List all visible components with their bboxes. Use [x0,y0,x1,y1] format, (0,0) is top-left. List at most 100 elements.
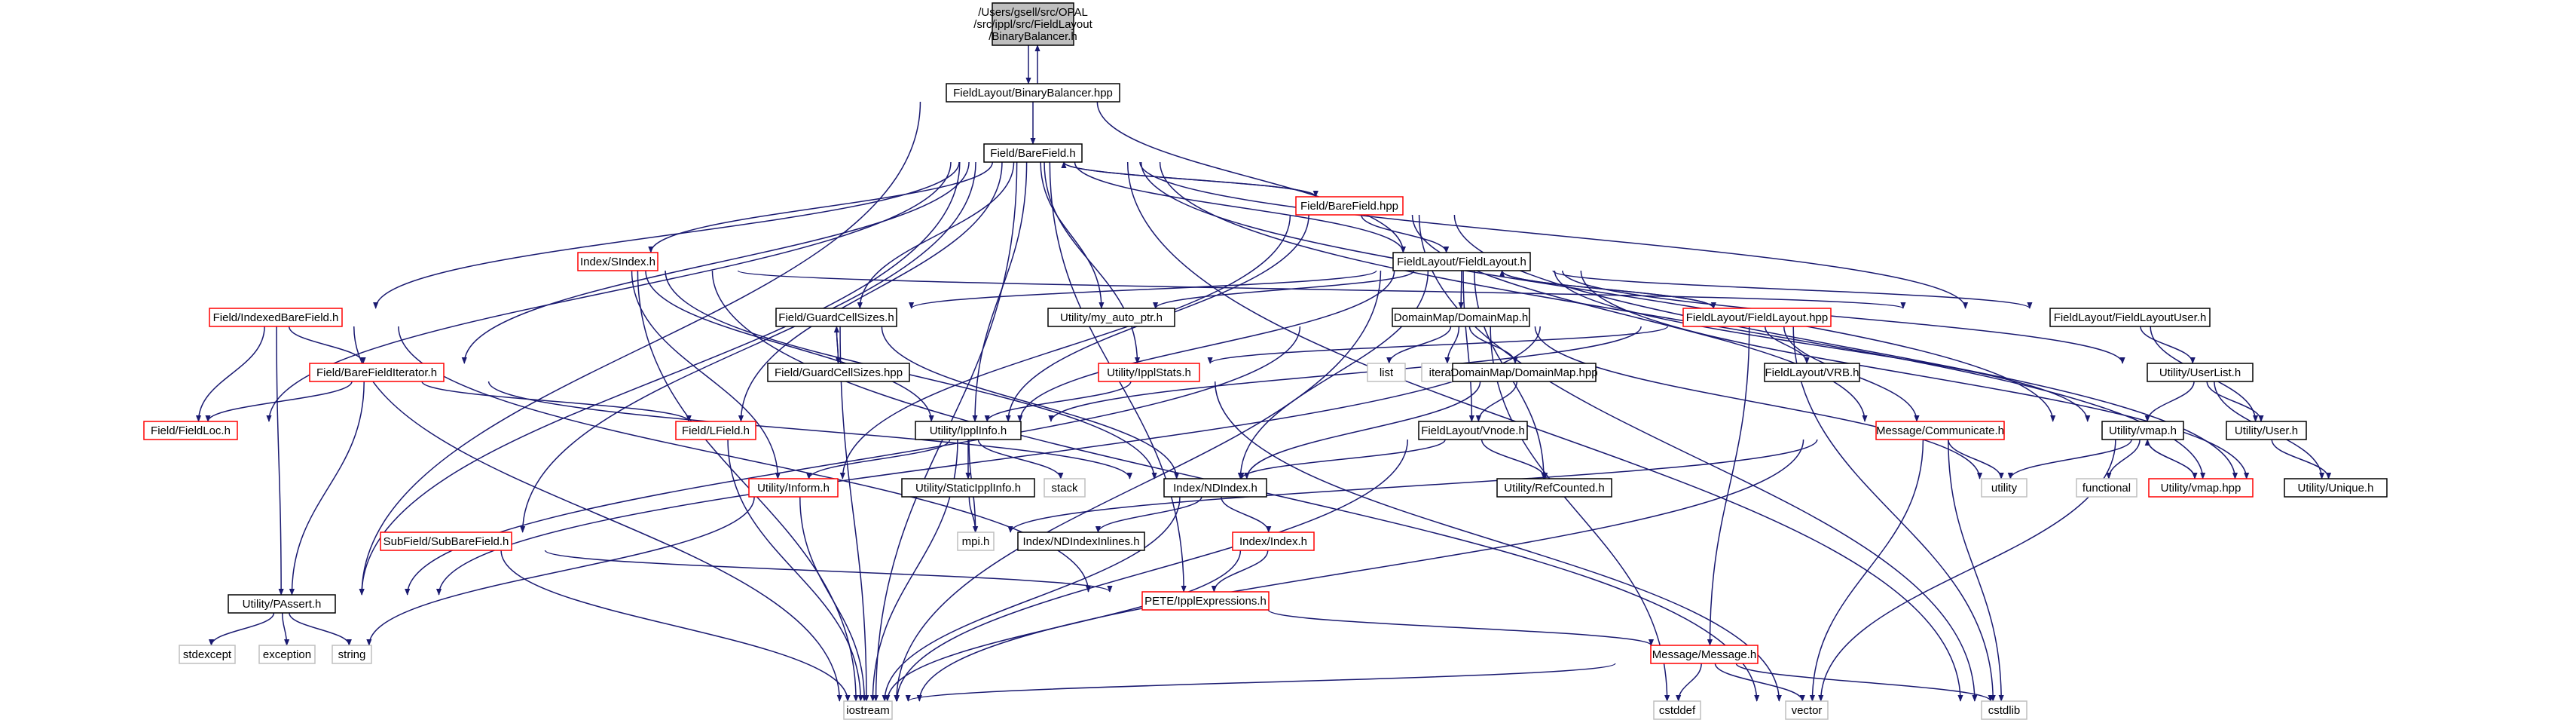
node-passert[interactable]: Utility/PAssert.h [228,594,336,614]
node-message[interactable]: Message/Message.h [1650,645,1759,664]
node-domainmap[interactable]: DomainMap/DomainMap.h [1392,308,1530,327]
edge-fl-hpp-to-fieldlayout-h [1499,270,1715,309]
edge-barefield-h-to-flu [1139,161,1969,309]
node-fieldloc[interactable]: Field/FieldLoc.h [143,421,238,440]
node-label: Utility/User.h [2235,424,2298,437]
edge-userlist-to-vmap [2144,381,2195,422]
node-label: Index/NDIndex.h [1173,482,1257,495]
node-bfi[interactable]: Field/BareFieldIterator.h [309,363,445,382]
edge-userlist-to-user [2206,381,2264,422]
node-ndinl[interactable]: Index/NDIndexInlines.h [1017,531,1145,551]
node-userlist[interactable]: Utility/UserList.h [2147,363,2254,382]
node-box [767,363,910,382]
node-box [309,363,445,382]
node-vrb[interactable]: FieldLayout/VRB.h [1764,363,1860,382]
node-box [228,594,336,614]
node-cstdlib[interactable]: cstdlib [1981,700,2027,720]
edge-barefield-h-to-myautoptr [1040,161,1105,309]
node-vmap[interactable]: Utility/vmap.h [2101,421,2184,440]
node-label: FieldLayout/Vnode.h [1421,424,1525,437]
edge-ipplstats-to-ipplinfo [984,381,1132,422]
node-label: Utility/vmap.h [2109,424,2177,437]
node-refcounted[interactable]: Utility/RefCounted.h [1496,478,1612,498]
node-box [1232,531,1315,551]
edge-communicate-to-vector [1809,439,1924,702]
node-fl-hpp[interactable]: FieldLayout/FieldLayout.hpp [1682,308,1832,327]
node-lfield[interactable]: Field/LField.h [675,421,756,440]
node-subbf[interactable]: SubField/SubBareField.h [380,531,512,551]
node-exception[interactable]: exception [258,645,316,664]
node-fieldlayout-h[interactable]: FieldLayout/FieldLayout.h [1392,252,1531,271]
edge-barefield-h-to-gcs [857,161,1015,309]
node-label: Field/FieldLoc.h [151,424,231,437]
node-barefield-h[interactable]: Field/BareField.h [983,143,1083,163]
node-root[interactable]: /Users/gsell/src/OPAL/src/ippl/src/Field… [973,2,1093,46]
edge-user-to-unique [2271,439,2332,479]
edge-fieldlayout-h-to-unique [1580,270,2250,479]
node-inform[interactable]: Utility/Inform.h [748,478,839,498]
node-pete[interactable]: PETE/IpplExpressions.h [1141,591,1270,611]
edge-indexedbf-to-iostream [353,326,842,702]
node-box [675,421,756,440]
node-unique[interactable]: Utility/Unique.h [2284,478,2388,498]
node-communicate[interactable]: Message/Communicate.h [1875,421,2005,440]
node-label: FieldLayout/VRB.h [1765,366,1859,379]
edge-barefield-hpp-to-communicate [1411,214,1868,422]
node-vmap-hpp[interactable]: Utility/vmap.hpp [2148,478,2254,498]
node-box [1367,363,1406,382]
node-box [1875,421,2005,440]
edge-passert-to-string [289,612,352,646]
node-dm-hpp[interactable]: DomainMap/DomainMap.hpp [1450,363,1598,382]
node-sindex[interactable]: Index/SIndex.h [577,252,659,271]
edge-dm-hpp-to-ndindex [1244,381,1481,479]
edge-bbhpp-to-passert [359,101,921,596]
node-gcs[interactable]: Field/GuardCellSizes.h [775,308,897,327]
node-label: Utility/IpplStats.h [1107,366,1191,379]
edge-lfield-to-iostream [727,439,863,702]
node-ndindex[interactable]: Index/NDIndex.h [1163,478,1267,498]
node-box [380,531,512,551]
edge-barefield-hpp-to-cstdlib [1418,214,1978,702]
node-barefield-hpp[interactable]: Field/BareField.hpp [1295,196,1404,216]
node-flu[interactable]: FieldLayout/FieldLayoutUser.h [2049,308,2211,327]
node-label: Utility/RefCounted.h [1504,482,1604,495]
node-box [577,252,659,271]
node-vnode[interactable]: FieldLayout/Vnode.h [1418,421,1528,440]
node-mpi[interactable]: mpi.h [957,531,995,551]
node-label: Field/BareField.h [990,147,1075,160]
node-static[interactable]: Utility/StaticIpplInfo.h [901,478,1035,498]
node-label: Utility/StaticIpplInfo.h [915,482,1021,495]
node-stack[interactable]: stack [1044,478,1086,498]
edge-barefield-h-to-indexedbf [373,161,960,309]
node-user[interactable]: Utility/User.h [2226,421,2307,440]
edge-pete-to-message [1267,609,1654,646]
node-box [901,478,1035,498]
edge-indexh-to-pete [1211,550,1269,593]
node-label: Utility/my_auto_ptr.h [1060,311,1163,324]
node-utility[interactable]: utility [1981,478,2027,498]
node-functional[interactable]: functional [2076,478,2137,498]
node-iostream[interactable]: iostream [843,700,893,720]
node-gcs-hpp[interactable]: Field/GuardCellSizes.hpp [767,363,910,382]
node-cstddef[interactable]: cstddef [1653,700,1701,720]
edge-fieldlayout-h-to-gcs [909,270,1377,309]
node-indexedbf[interactable]: Field/IndexedBareField.h [209,308,343,327]
node-label: /src/ippl/src/FieldLayout [973,18,1092,31]
node-vector[interactable]: vector [1785,700,1829,720]
node-indexh[interactable]: Index/Index.h [1232,531,1315,551]
node-ipplstats[interactable]: Utility/IpplStats.h [1098,363,1200,382]
node-label: Field/GuardCellSizes.h [778,311,894,324]
node-string[interactable]: string [332,645,372,664]
node-list[interactable]: list [1367,363,1406,382]
node-label: DomainMap/DomainMap.hpp [1450,366,1597,379]
node-bbhpp[interactable]: FieldLayout/BinaryBalancer.hpp [946,83,1120,103]
node-box [1764,363,1860,382]
node-label: Message/Communicate.h [1876,424,2004,437]
node-stdexcept[interactable]: stdexcept [179,645,236,664]
edge-indexh-to-iostream [885,550,1242,702]
node-ipplinfo[interactable]: Utility/IpplInfo.h [915,421,1022,440]
node-box [2148,478,2254,498]
edge-fl-hpp-to-ipplstats [1207,326,1669,364]
node-myautoptr[interactable]: Utility/my_auto_ptr.h [1047,308,1175,327]
node-label: vector [1792,704,1823,717]
